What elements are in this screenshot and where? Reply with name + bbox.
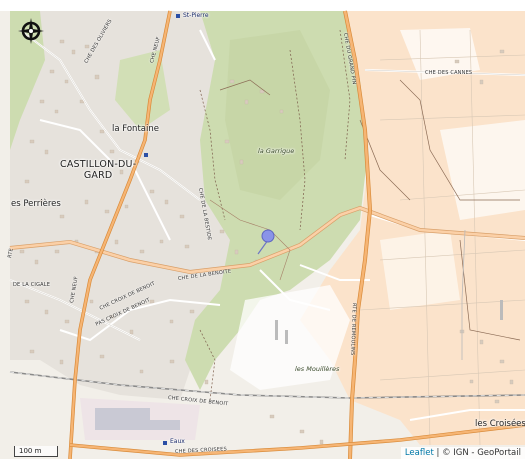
attribution-text: | © IGN - GeoPortail xyxy=(433,448,521,458)
poi-la-fontaine-icon xyxy=(144,153,148,157)
map-attribution: Leaflet | © IGN - GeoPortail xyxy=(400,447,525,459)
place-mouillieres-label: les Mouillères xyxy=(295,365,340,373)
place-garrigue-label: la Garrigue xyxy=(258,147,295,155)
place-perrieres-label: es Perrières xyxy=(11,199,61,209)
poi-eaux-icon xyxy=(163,441,167,445)
road-label-de-la-cigale: DE LA CIGALE xyxy=(13,282,51,288)
location-marker-icon[interactable] xyxy=(257,229,275,255)
map-top-strip xyxy=(0,0,525,11)
compass-rose-icon[interactable] xyxy=(17,17,45,45)
poi-st-pierre-icon xyxy=(176,14,180,18)
place-st-pierre-label: St-Pierre xyxy=(183,12,209,19)
place-castillon-label: CASTILLON-DU-GARD xyxy=(60,159,137,181)
place-croisees-label: les Croisées xyxy=(475,419,525,429)
place-eaux-label: Eaux xyxy=(170,438,185,445)
leaflet-link[interactable]: Leaflet xyxy=(404,448,434,458)
road-label-che-des-cannes: CHE DES CANNES xyxy=(425,70,473,76)
place-fontaine-label: la Fontaine xyxy=(112,124,159,134)
scale-bar: 100 m xyxy=(14,446,58,457)
